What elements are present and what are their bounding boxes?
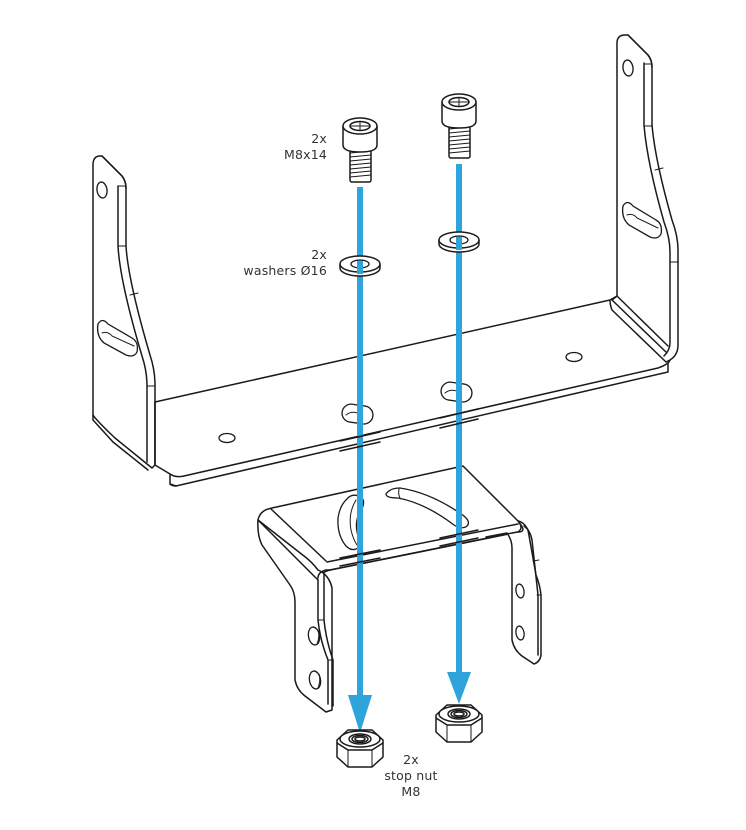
- arrow-head-right: [447, 672, 471, 704]
- upright-hole-right: [622, 59, 634, 77]
- occluding-edges: [339, 408, 479, 567]
- bolt-right: [441, 93, 477, 159]
- base-hole-right: [565, 351, 583, 363]
- main-bracket-right-upright: [609, 34, 679, 363]
- mount-hole-left-upper: [307, 626, 321, 646]
- main-bracket-base: [154, 299, 672, 487]
- nuts-spec: M8: [401, 784, 421, 799]
- mount-bracket-left-wing: [257, 519, 333, 713]
- bolts-quantity: 2x: [311, 131, 327, 146]
- nut-right: [435, 704, 483, 743]
- washers-callout: 2x washers Ø16: [243, 247, 327, 279]
- assembly-arrow-left: [348, 187, 372, 733]
- mount-hole-left-lower: [308, 670, 322, 690]
- mount-slot-right: [385, 487, 470, 529]
- assembly-arrows: [348, 164, 471, 733]
- nuts-quantity: 2x: [403, 752, 419, 767]
- washers-quantity: 2x: [311, 247, 327, 262]
- base-hole-left: [218, 432, 236, 444]
- bolts-callout: 2x M8x14: [284, 131, 327, 163]
- washers-spec: washers Ø16: [243, 263, 327, 278]
- upright-hole-left: [96, 181, 108, 199]
- nuts-name: stop nut: [384, 768, 438, 783]
- nut-left: [336, 729, 384, 768]
- main-bracket-left-upright: [92, 155, 156, 471]
- bolt-left: [342, 117, 378, 183]
- main-bracket: [92, 34, 679, 487]
- arrow-shaft-right: [456, 164, 462, 674]
- nuts-callout: 2x stop nut M8: [380, 752, 442, 800]
- arrow-shaft-left: [357, 187, 363, 697]
- mount-hole-right-lower: [515, 625, 525, 641]
- assembly-arrow-right: [447, 164, 471, 704]
- mount-hole-right-upper: [515, 583, 525, 599]
- arrow-head-left: [348, 695, 372, 733]
- washer-left: [339, 255, 381, 277]
- washer-right: [438, 231, 480, 253]
- mount-bracket: [257, 465, 542, 713]
- bolts-spec: M8x14: [283, 147, 327, 162]
